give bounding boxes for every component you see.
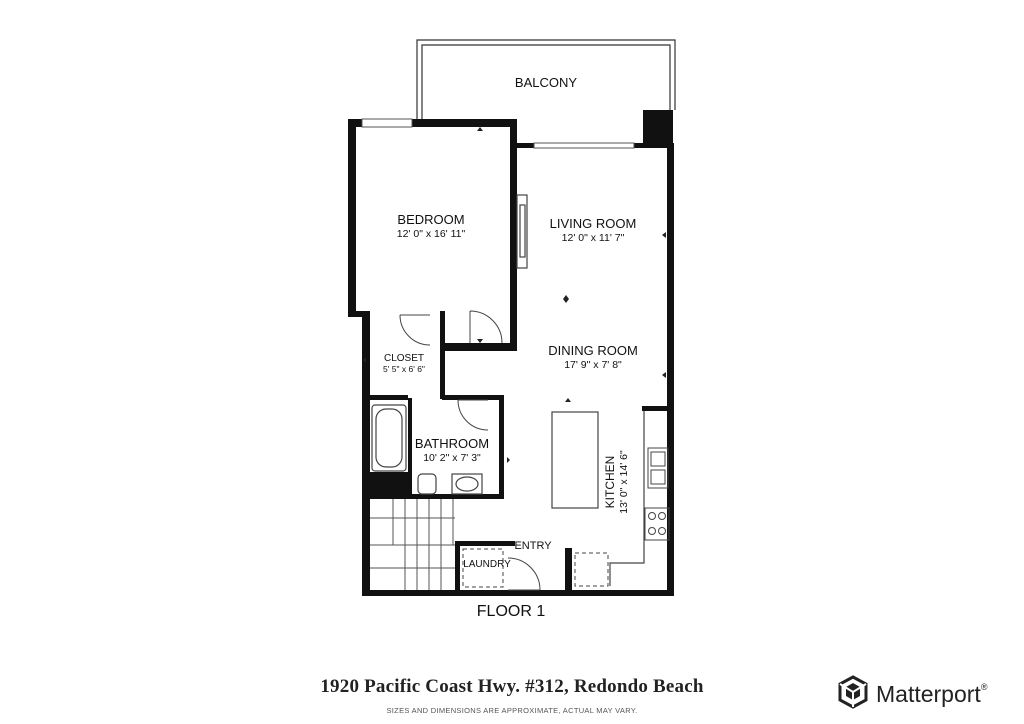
property-address: 1920 Pacific Coast Hwy. #312, Redondo Be…: [320, 676, 704, 697]
kitchen-island: [551, 411, 599, 509]
interior-walls: [363, 311, 669, 594]
laundry-label: LAUNDRY: [463, 559, 511, 570]
kitchen-dims: 13' 0" x 14' 6": [618, 450, 630, 514]
bedroom-dims: 12' 0" x 16' 11": [397, 228, 466, 240]
balcony-outline: [416, 39, 676, 121]
toilet: [417, 473, 437, 495]
bathroom-dims: 10' 2" x 7' 3": [423, 452, 481, 464]
dining-room-dims: 17' 9" x 7' 8": [564, 359, 622, 371]
bathroom-sink: [451, 473, 483, 495]
dining-room-label: DINING ROOM: [548, 343, 638, 358]
bathroom-label: BATHROOM: [415, 436, 489, 451]
matterport-logo-icon: [836, 674, 870, 714]
bathtub: [371, 404, 407, 472]
kitchen-counter: [609, 411, 645, 586]
registered-mark: ®: [980, 682, 988, 692]
closet-label: CLOSET: [384, 353, 424, 364]
entry-label: ENTRY: [514, 540, 552, 552]
floor-label: FLOOR 1: [477, 603, 546, 620]
windows: [361, 118, 635, 149]
kitchen-stove: [644, 507, 670, 541]
laundry-washer: [462, 548, 504, 588]
closet-dims: 5' 5" x 6' 6": [383, 364, 425, 374]
matterport-brand: Matterport®: [836, 674, 988, 714]
kitchen-label: KITCHEN: [603, 456, 617, 509]
bedroom-label: BEDROOM: [397, 212, 464, 227]
matterport-wordmark: Matterport: [876, 680, 981, 707]
camera-markers: [363, 127, 666, 463]
balcony-column: [643, 110, 673, 144]
fireplace: [516, 194, 528, 269]
kitchen-sink: [647, 447, 669, 489]
kitchen-fridge: [574, 552, 609, 587]
disclaimer-text: SIZES AND DIMENSIONS ARE APPROXIMATE, AC…: [386, 706, 638, 715]
living-room-dims: 12' 0" x 11' 7": [562, 232, 625, 244]
living-room-label: LIVING ROOM: [550, 216, 637, 231]
door-swings: [399, 310, 541, 591]
stairs: [370, 499, 455, 590]
balcony-label: BALCONY: [515, 75, 577, 90]
